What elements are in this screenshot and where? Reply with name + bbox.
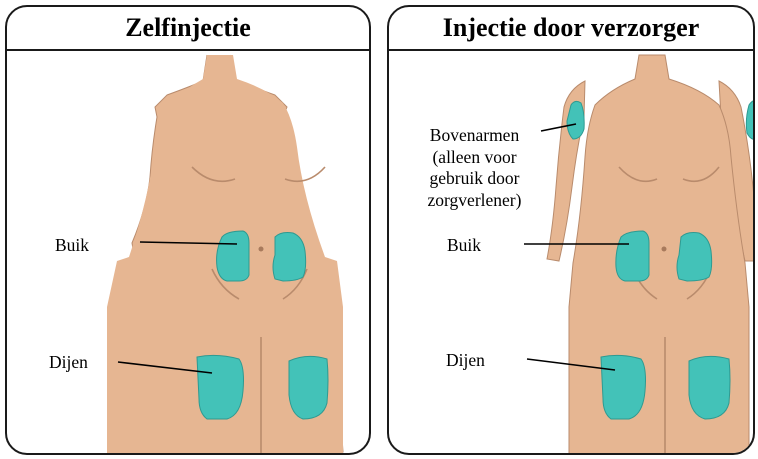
label-bovenarmen-line: Bovenarmen bbox=[407, 125, 542, 147]
injection-site-abdomen-right bbox=[273, 233, 306, 282]
injection-site-thigh-left bbox=[197, 355, 244, 419]
body-diagram-left bbox=[7, 7, 371, 455]
panel-title: Injectie door verzorger bbox=[389, 7, 753, 51]
label-bovenarmen-line: (alleen voor bbox=[407, 147, 542, 169]
self-injection-panel: Zelfinjectie Buik Dijen bbox=[5, 5, 371, 455]
panel-title: Zelfinjectie bbox=[7, 7, 369, 51]
caregiver-injection-panel: Injectie door verzorger Bovenarmen (alle… bbox=[387, 5, 755, 455]
injection-site-upper-arm-right bbox=[746, 101, 755, 140]
injection-site-abdomen-left bbox=[217, 231, 249, 281]
injection-site-abdomen-right bbox=[677, 233, 712, 282]
navel bbox=[662, 247, 667, 252]
injection-site-abdomen-left bbox=[616, 231, 649, 281]
body-diagram-right bbox=[389, 7, 755, 455]
label-bovenarmen-line: zorgverlener) bbox=[407, 190, 542, 212]
label-buik: Buik bbox=[55, 235, 89, 255]
injection-site-thigh-right bbox=[289, 356, 328, 419]
label-dijen: Dijen bbox=[446, 350, 485, 370]
injection-site-thigh-right bbox=[689, 356, 730, 419]
label-dijen: Dijen bbox=[49, 352, 88, 372]
label-bovenarmen: Bovenarmen (alleen voor gebruik door zor… bbox=[407, 125, 542, 211]
label-bovenarmen-line: gebruik door bbox=[407, 168, 542, 190]
navel bbox=[259, 247, 264, 252]
label-buik: Buik bbox=[447, 235, 481, 255]
injection-site-thigh-left bbox=[601, 355, 646, 419]
